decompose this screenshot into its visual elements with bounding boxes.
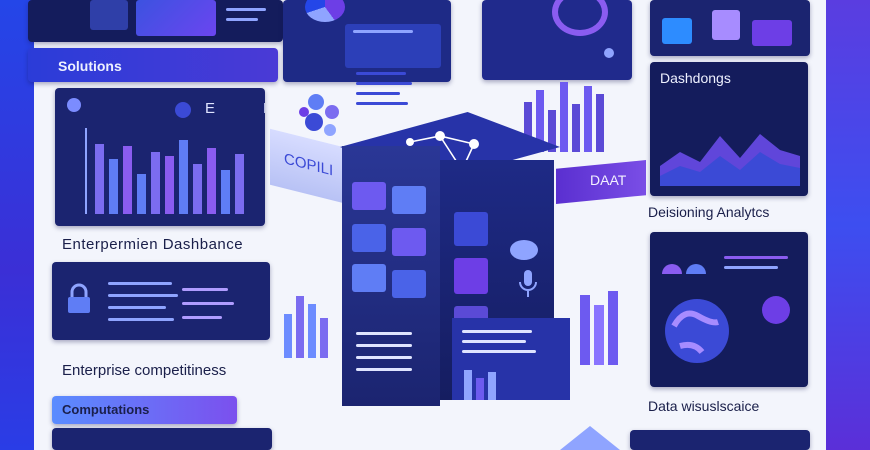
dashboards-panel: Dashdongs — [650, 62, 808, 196]
pie-icon — [305, 0, 345, 22]
donut-icon — [552, 0, 608, 36]
enterprise-dashboard-label: Enterpermien Dashbance — [62, 236, 244, 253]
copilot-label: COPILI — [284, 150, 334, 180]
tower-left-bars — [282, 288, 342, 358]
data-visualization-panel — [650, 232, 808, 387]
security-panel — [52, 262, 270, 340]
globe-icon — [665, 299, 729, 363]
data-visualization-label: Data wisuslscaice — [648, 398, 760, 414]
icon-face — [175, 102, 191, 118]
dashboards-label: Dashdongs — [660, 70, 731, 86]
network-icon — [299, 94, 339, 136]
center-bar-graph — [520, 62, 620, 152]
microphone-icon — [519, 270, 537, 297]
bottom-center-panel — [630, 430, 810, 450]
chart-icon — [662, 264, 706, 274]
top-left-thumb — [90, 0, 128, 30]
tower-bottom-card — [452, 318, 570, 400]
computations-bar: Computations — [52, 396, 237, 424]
bottom-center-shape — [560, 426, 620, 450]
tower-left-face — [342, 146, 440, 406]
dashboards-area-chart — [660, 134, 800, 186]
data-tag: DAAT — [556, 160, 646, 204]
bottom-left-panel — [52, 428, 272, 450]
letter-r: R — [263, 100, 265, 117]
data-tag-label: DAAT — [590, 172, 627, 188]
center-list — [348, 58, 428, 118]
decisioning-analytics-label: Deisioning Analytcs — [648, 204, 770, 220]
bar-chart — [85, 128, 262, 214]
solutions-label: Solutions — [58, 58, 122, 74]
icon-circle — [67, 98, 81, 112]
top-left-panel — [28, 0, 283, 42]
top-center-panel — [283, 0, 451, 82]
top-center-right-panel — [482, 0, 632, 80]
lock-icon — [68, 283, 90, 313]
enterprise-dashboard-panel: E R — [55, 88, 265, 226]
tower-right-bars — [578, 285, 628, 365]
computations-label: Computations — [62, 402, 150, 417]
solutions-bar: Solutions — [28, 48, 278, 82]
top-right-panel — [650, 0, 810, 56]
letter-e: E — [205, 100, 216, 117]
right-edge-gradient — [826, 0, 870, 450]
enterprise-competitiveness-label: Enterprise competitiness — [62, 362, 227, 379]
top-left-chart — [136, 0, 216, 36]
